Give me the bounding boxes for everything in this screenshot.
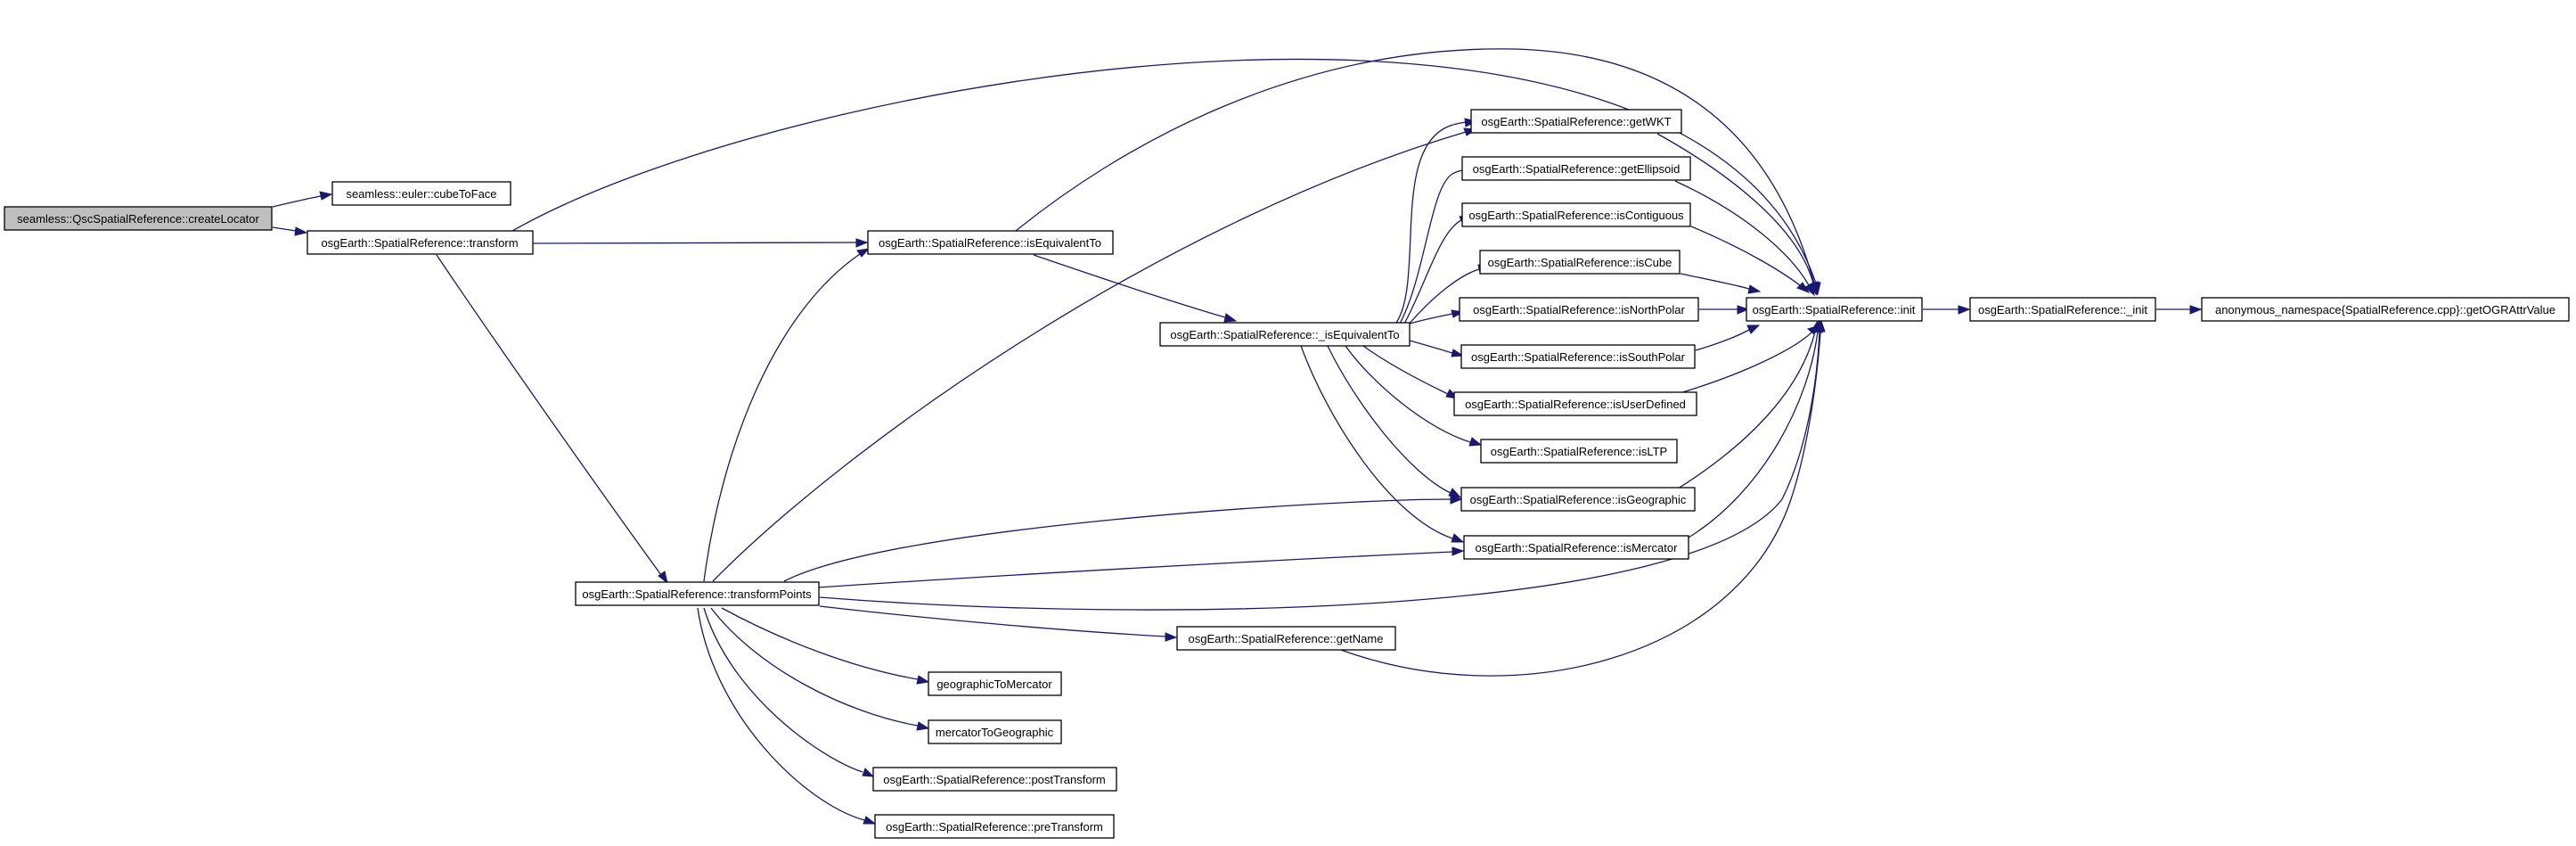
svg-text:osgEarth::SpatialReference::tr: osgEarth::SpatialReference::transformPoi…: [582, 587, 812, 601]
edge-_isEquivalentTo-isMercator: [1300, 345, 1465, 543]
node-createLocator[interactable]: seamless::QscSpatialReference::createLoc…: [4, 206, 273, 231]
node-isNorthPolar[interactable]: osgEarth::SpatialReference::isNorthPolar: [1459, 297, 1699, 322]
svg-text:osgEarth::SpatialReference::_i: osgEarth::SpatialReference::_init: [1978, 303, 2147, 316]
node-isMercator[interactable]: osgEarth::SpatialReference::isMercator: [1463, 535, 1689, 560]
edge-_isEquivalentTo-isGeographic: [1327, 345, 1462, 498]
node-preTransform[interactable]: osgEarth::SpatialReference::preTransform: [874, 814, 1115, 839]
svg-text:osgEarth::SpatialReference::is: osgEarth::SpatialReference::isSouthPolar: [1471, 350, 1686, 364]
node-isEquivalentTo[interactable]: osgEarth::SpatialReference::isEquivalent…: [867, 230, 1114, 255]
node-init[interactable]: osgEarth::SpatialReference::init: [1746, 297, 1923, 322]
node-cubeToFace[interactable]: seamless::euler::cubeToFace: [331, 181, 511, 206]
edge-transformPoints-postTransform: [703, 607, 875, 777]
svg-text:osgEarth::SpatialReference::ge: osgEarth::SpatialReference::getName: [1189, 632, 1384, 645]
node-isUserDefined[interactable]: osgEarth::SpatialReference::isUserDefine…: [1453, 391, 1697, 416]
edge-isSouthPolar-init: [1695, 324, 1761, 351]
edge-isContiguous-init: [1690, 226, 1811, 294]
edge-createLocator-transform: [272, 226, 308, 236]
svg-text:seamless::QscSpatialReference:: seamless::QscSpatialReference::createLoc…: [17, 212, 259, 226]
node-postTransform[interactable]: osgEarth::SpatialReference::postTransfor…: [872, 767, 1117, 792]
node-getOGRAttrValue[interactable]: anonymous_namespace{SpatialReference.cpp…: [2201, 297, 2570, 322]
edge-transformPoints-getWKT: [712, 127, 1478, 582]
edge-isEquivalentTo-_isEquivalentTo: [1033, 254, 1238, 323]
svg-text:osgEarth::SpatialReference::ge: osgEarth::SpatialReference::getWKT: [1481, 115, 1671, 128]
edge-transformPoints-isEquivalentTo: [703, 248, 871, 582]
svg-text:osgEarth::SpatialReference::is: osgEarth::SpatialReference::isNorthPolar: [1473, 303, 1685, 316]
svg-text:osgEarth::SpatialReference::is: osgEarth::SpatialReference::isLTP: [1491, 445, 1667, 458]
node-_init[interactable]: osgEarth::SpatialReference::_init: [1969, 297, 2156, 322]
edge-transformPoints-mercatorToGeographic: [710, 607, 930, 731]
edge-getEllipsoid-init: [1674, 180, 1815, 297]
edge-getName-init: [1340, 319, 1826, 677]
svg-text:mercatorToGeographic: mercatorToGeographic: [936, 726, 1054, 739]
node-getWKT[interactable]: osgEarth::SpatialReference::getWKT: [1470, 109, 1682, 134]
edge-isNorthPolar-init: [1699, 305, 1750, 315]
node-isCube[interactable]: osgEarth::SpatialReference::isCube: [1479, 250, 1681, 275]
node-isContiguous[interactable]: osgEarth::SpatialReference::isContiguous: [1461, 202, 1691, 227]
node-mercatorToGeographic[interactable]: mercatorToGeographic: [928, 719, 1062, 744]
svg-text:osgEarth::SpatialReference::in: osgEarth::SpatialReference::init: [1753, 303, 1916, 316]
node-getName[interactable]: osgEarth::SpatialReference::getName: [1176, 626, 1396, 651]
node-getEllipsoid[interactable]: osgEarth::SpatialReference::getEllipsoid: [1461, 156, 1691, 181]
svg-text:anonymous_namespace{SpatialRef: anonymous_namespace{SpatialReference.cpp…: [2215, 303, 2556, 316]
call-graph-nodes: seamless::QscSpatialReference::createLoc…: [4, 109, 2570, 839]
svg-text:osgEarth::SpatialReference::pr: osgEarth::SpatialReference::preTransform: [886, 820, 1103, 834]
edge-isCube-init: [1680, 273, 1762, 294]
call-graph-edges: [272, 48, 2203, 825]
node-isLTP[interactable]: osgEarth::SpatialReference::isLTP: [1480, 439, 1678, 464]
edge-transform-isEquivalentTo: [532, 238, 869, 248]
node-transform[interactable]: osgEarth::SpatialReference::transform: [307, 230, 534, 255]
edge-_isEquivalentTo-isLTP: [1345, 345, 1483, 447]
svg-text:osgEarth::SpatialReference::tr: osgEarth::SpatialReference::transform: [321, 236, 518, 250]
node-geographicToMercator[interactable]: geographicToMercator: [928, 671, 1062, 696]
node-transformPoints[interactable]: osgEarth::SpatialReference::transformPoi…: [575, 581, 820, 606]
svg-text:osgEarth::SpatialReference::is: osgEarth::SpatialReference::isEquivalent…: [879, 236, 1101, 250]
svg-text:osgEarth::SpatialReference::is: osgEarth::SpatialReference::isContiguous: [1468, 209, 1684, 222]
edge-_init-getOGRAttrValue: [2156, 305, 2203, 315]
node-isGeographic[interactable]: osgEarth::SpatialReference::isGeographic: [1460, 487, 1696, 512]
edge-transformPoints-preTransform: [697, 607, 877, 825]
edge-createLocator-cubeToFace: [272, 191, 333, 208]
svg-text:osgEarth::SpatialReference::is: osgEarth::SpatialReference::isUserDefine…: [1465, 398, 1686, 411]
edge-_isEquivalentTo-isUserDefined: [1362, 345, 1460, 399]
svg-text:osgEarth::SpatialReference::is: osgEarth::SpatialReference::isMercator: [1476, 541, 1679, 554]
svg-text:seamless::euler::cubeToFace: seamless::euler::cubeToFace: [346, 187, 496, 201]
edge-transformPoints-isGeographic: [783, 495, 1463, 582]
edge-_isEquivalentTo-isNorthPolar: [1409, 309, 1465, 324]
svg-text:osgEarth::SpatialReference::is: osgEarth::SpatialReference::isGeographic: [1470, 493, 1687, 506]
node-isSouthPolar[interactable]: osgEarth::SpatialReference::isSouthPolar: [1460, 344, 1696, 369]
svg-text:osgEarth::SpatialReference::is: osgEarth::SpatialReference::isCube: [1488, 256, 1672, 269]
svg-text:osgEarth::SpatialReference::ge: osgEarth::SpatialReference::getEllipsoid: [1473, 162, 1681, 176]
edge-transformPoints-geographicToMercator: [721, 607, 930, 685]
svg-text:osgEarth::SpatialReference::po: osgEarth::SpatialReference::postTransfor…: [883, 773, 1106, 786]
svg-text:geographicToMercator: geographicToMercator: [936, 678, 1052, 691]
edge-transform-transformPoints: [436, 254, 668, 585]
edge-transformPoints-isMercator: [817, 546, 1465, 588]
edge-init-_init: [1923, 305, 1971, 315]
edge-_isEquivalentTo-isSouthPolar: [1409, 340, 1465, 357]
svg-text:osgEarth::SpatialReference::_i: osgEarth::SpatialReference::_isEquivalen…: [1170, 328, 1399, 341]
edge-transformPoints-getName: [819, 605, 1178, 642]
node-_isEquivalentTo[interactable]: osgEarth::SpatialReference::_isEquivalen…: [1159, 322, 1411, 347]
